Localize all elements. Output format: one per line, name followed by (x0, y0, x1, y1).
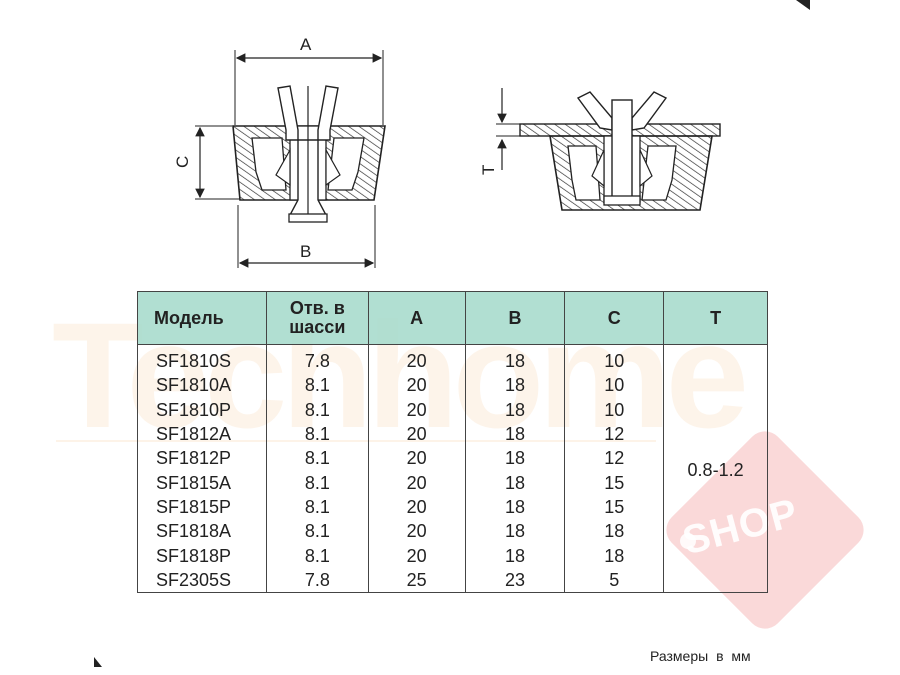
table-row: SF1810A 8.1 20 18 10 (137, 373, 768, 398)
header-b: B (464, 291, 566, 345)
cell-c: 10 (564, 373, 665, 398)
dim-label-a: A (300, 35, 312, 54)
cell-hole: 8.1 (265, 421, 369, 447)
cell-a: 20 (367, 470, 466, 495)
cell-c: 15 (564, 470, 665, 495)
technical-drawing: A B C T (173, 35, 721, 268)
cell-a: 20 (367, 344, 466, 374)
table-row: SF2305S 7.8 25 23 5 (137, 567, 768, 593)
cell-a: 20 (367, 543, 466, 568)
header-a: A (367, 291, 466, 345)
cell-c: 10 (564, 344, 665, 374)
unit-note: Размеры в мм (650, 648, 751, 664)
header-hole-line2: шасси (289, 317, 346, 337)
cell-hole: 8.1 (265, 397, 369, 422)
cell-hole: 8.1 (265, 470, 369, 495)
cell-c: 12 (564, 421, 665, 447)
corner-mark-top-right (796, 0, 810, 10)
side-section-view: A B C (173, 35, 386, 268)
cell-b: 18 (464, 373, 566, 398)
cell-model: SF1810A (137, 373, 267, 398)
cell-model: SF1818A (137, 519, 267, 544)
cell-model: SF1815P (137, 494, 267, 520)
cell-model: SF1812P (137, 446, 267, 471)
cell-hole: 8.1 (265, 543, 369, 568)
cell-hole: 7.8 (265, 567, 369, 593)
cell-c: 18 (564, 543, 665, 568)
cell-a: 20 (367, 373, 466, 398)
table-row: SF1812P 8.1 20 18 12 (137, 446, 768, 471)
installed-section-view: T (479, 88, 721, 211)
cell-a: 20 (367, 519, 466, 544)
dim-label-t: T (479, 165, 498, 175)
cell-a: 20 (367, 446, 466, 471)
cell-c: 10 (564, 397, 665, 422)
cell-b: 18 (464, 344, 566, 374)
table-row: SF1812A 8.1 20 18 12 (137, 421, 768, 447)
cell-a: 20 (367, 494, 466, 520)
corner-mark-bottom-left (94, 657, 102, 667)
cell-b: 18 (464, 446, 566, 471)
header-hole-line1: Отв. в (289, 298, 345, 318)
cell-hole: 8.1 (265, 373, 369, 398)
header-t: T (663, 291, 768, 345)
cell-a: 20 (367, 421, 466, 447)
table-row: SF1810S 7.8 20 18 10 0.8-1.2 (137, 344, 768, 593)
cell-hole: 7.8 (265, 344, 369, 374)
cell-b: 18 (464, 494, 566, 520)
cell-hole: 8.1 (265, 519, 369, 544)
cell-t: 0.8-1.2 (663, 344, 768, 593)
cell-c: 18 (564, 519, 665, 544)
table-row: SF1818A 8.1 20 18 18 (137, 519, 768, 544)
cell-hole: 8.1 (265, 494, 369, 520)
cell-a: 20 (367, 397, 466, 422)
table-row: SF1818P 8.1 20 18 18 (137, 543, 768, 568)
cell-c: 12 (564, 446, 665, 471)
cell-model: SF1812A (137, 421, 267, 447)
cell-b: 18 (464, 543, 566, 568)
cell-model: SF1810S (137, 344, 267, 374)
table-row: SF1815P 8.1 20 18 15 (137, 494, 768, 520)
cell-c: 5 (564, 567, 665, 593)
cell-c: 15 (564, 494, 665, 520)
cell-b: 18 (464, 397, 566, 422)
cell-b: 18 (464, 470, 566, 495)
cell-model: SF1818P (137, 543, 267, 568)
cell-b: 18 (464, 421, 566, 447)
table-row: SF1810P 8.1 20 18 10 (137, 397, 768, 422)
cell-hole: 8.1 (265, 446, 369, 471)
cell-b: 18 (464, 519, 566, 544)
header-model: Модель (137, 291, 267, 345)
table-row: SF1815A 8.1 20 18 15 (137, 470, 768, 495)
cell-model: SF1810P (137, 397, 267, 422)
cell-a: 25 (367, 567, 466, 593)
header-c: C (564, 291, 665, 345)
cell-b: 23 (464, 567, 566, 593)
cell-model: SF2305S (137, 567, 267, 593)
cell-model: SF1815A (137, 470, 267, 495)
dim-label-c: C (173, 156, 192, 168)
dim-label-b: B (300, 242, 311, 261)
